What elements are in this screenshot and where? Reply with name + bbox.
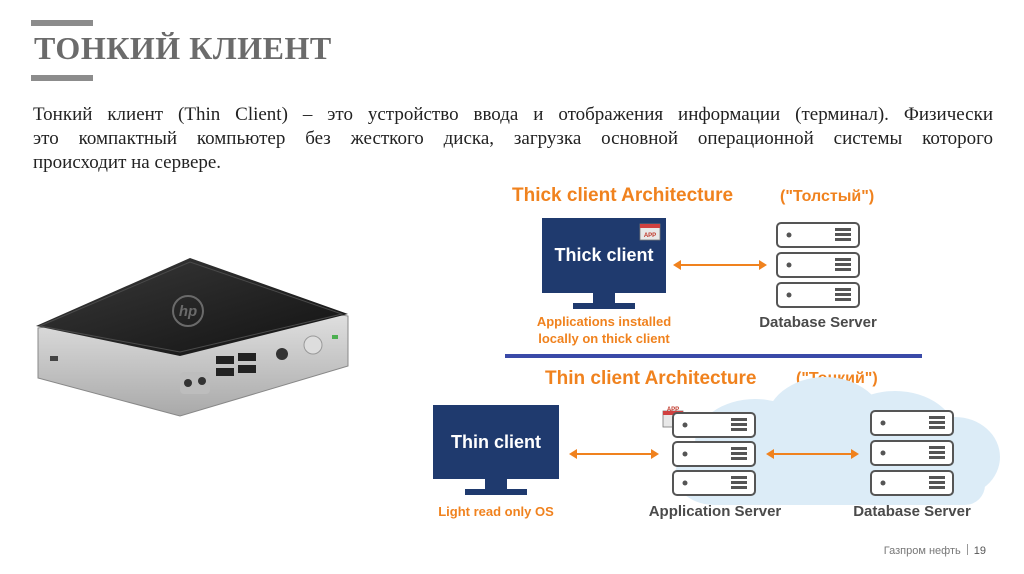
app-badge: APP — [644, 233, 656, 239]
thick-tag: ("Толстый") — [780, 188, 874, 205]
double-arrow-icon — [569, 449, 659, 459]
power-button-icon — [303, 335, 323, 355]
double-arrow-icon — [766, 449, 859, 459]
thin-client-monitor-icon — [433, 405, 559, 495]
database-server-icon — [870, 410, 954, 496]
thin-heading: Thin client Architecture — [545, 368, 757, 389]
app-server-label: Application Server — [649, 503, 782, 520]
slide-title: ТОНКИЙ КЛИЕНТ — [34, 30, 332, 66]
page-number: 19 — [973, 545, 986, 557]
power-led-icon — [332, 335, 338, 339]
thin-client-device-image: hp — [36, 258, 349, 417]
usb-ports — [216, 353, 256, 376]
thick-caption-1: Applications installed — [537, 314, 671, 329]
body-line: это компактный компьютер без жесткого ди… — [33, 128, 993, 149]
slide-body: Тонкий клиент (Thin Client) – это устрой… — [33, 103, 993, 175]
footer-separator — [966, 544, 968, 555]
thick-caption-2: locally on thick client — [538, 331, 670, 346]
hp-small-logo-icon — [276, 348, 288, 360]
hp-logo: hp — [172, 295, 204, 327]
thick-client-label: Thick client — [554, 245, 653, 265]
app-window-icon — [639, 223, 661, 241]
application-server-icon — [662, 410, 756, 496]
thick-heading: Thick client Architecture — [512, 185, 733, 206]
thick-db-label: Database Server — [759, 314, 877, 331]
thin-db-label: Database Server — [853, 503, 971, 520]
audio-ports — [180, 372, 210, 394]
body-line: Тонкий клиент (Thin Client) – это устрой… — [33, 104, 993, 125]
title-decor-top — [31, 20, 93, 26]
title-decor-bottom — [31, 75, 93, 81]
lock-slot-icon — [50, 356, 58, 361]
thin-client-label: Thin client — [451, 432, 541, 452]
app-badge: APP — [667, 407, 679, 413]
footer-company: Газпром нефть — [883, 545, 961, 557]
double-arrow-icon — [673, 260, 767, 270]
footer: Газпром нефть 19 — [884, 544, 986, 557]
thin-caption: Light read only OS — [438, 504, 554, 519]
body-line: происходит на сервере. — [33, 152, 222, 173]
architecture-diagram: Thick client Architecture ("Толстый") Th… — [433, 185, 1000, 520]
database-server-icon — [776, 222, 860, 308]
svg-text:hp: hp — [179, 303, 197, 320]
